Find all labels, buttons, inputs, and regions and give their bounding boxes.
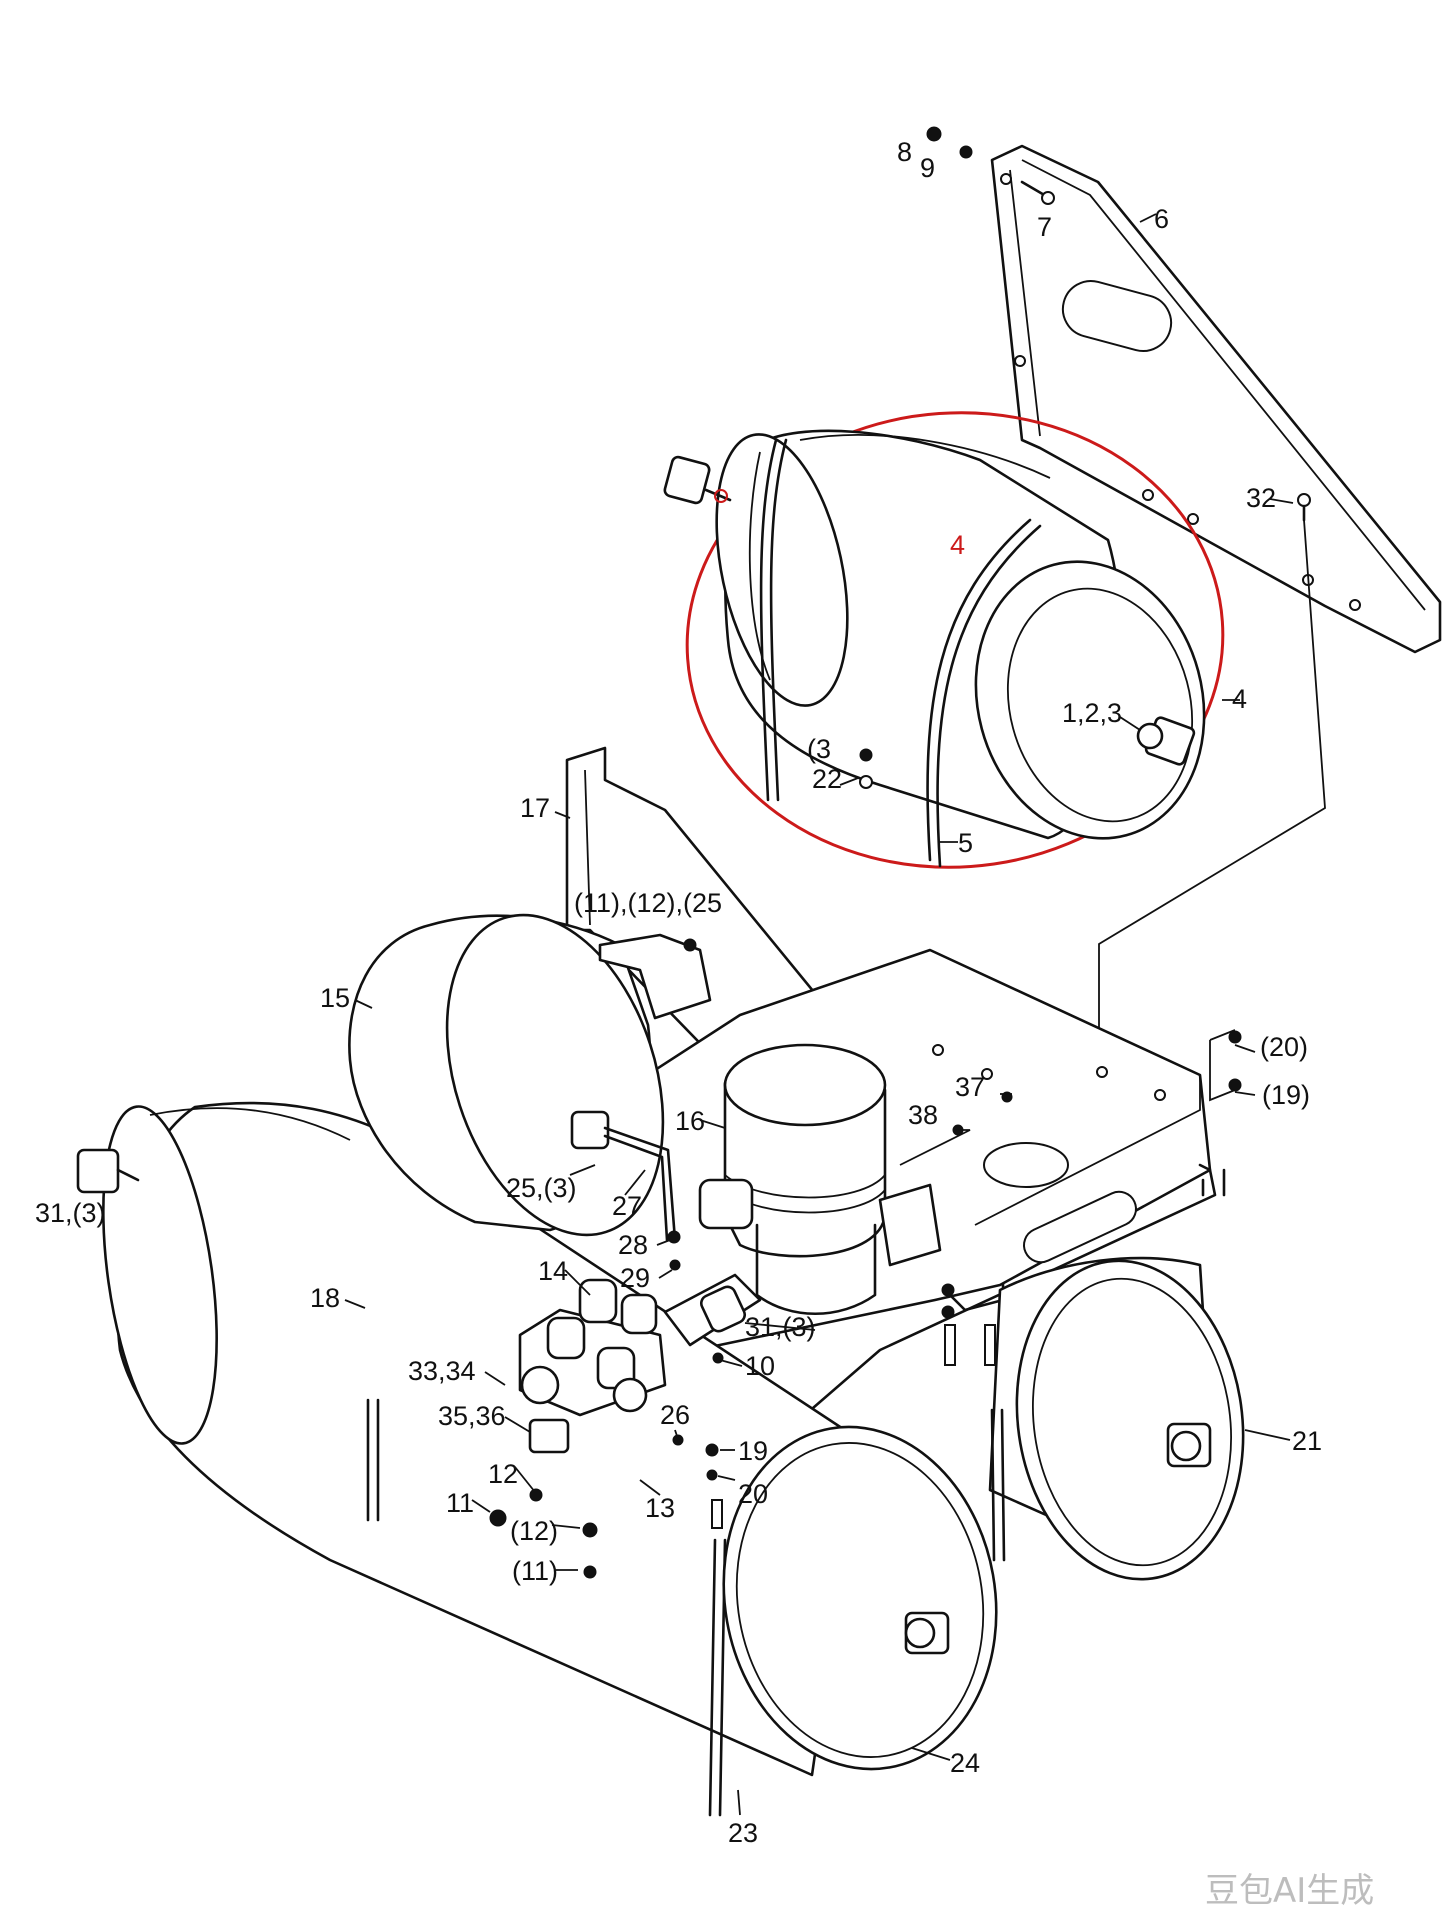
callout-26: 26 [660,1400,690,1430]
callout-3a: (3 [807,734,831,764]
callout-11b: (11) [512,1556,558,1586]
callout-7: 7 [1037,212,1052,242]
cylinder-tank-15 [348,913,712,1242]
callout-12b: (12) [510,1516,558,1546]
callout-38: 38 [908,1100,938,1130]
callout-11a: 11 [446,1488,474,1518]
callout-24: 24 [950,1748,980,1778]
bolt-parts-8-9-7 [926,126,1055,205]
callout-1-2-3: 1,2,3 [1062,698,1122,728]
callout-27: 27 [612,1191,642,1221]
callout-20b: 20 [738,1479,768,1509]
callout-5: 5 [958,828,973,858]
callout-32: 32 [1246,483,1276,513]
callout-22: 22 [812,764,842,794]
mounting-bracket-6 [990,144,1442,654]
watermark: 豆包AI生成 [1205,1871,1374,1911]
callout-28: 28 [618,1230,648,1260]
hardware-fasteners [76,1030,1242,1579]
callout-19b: 19 [738,1436,768,1466]
callout-31b: 31,(3) [745,1312,816,1342]
callout-23: 23 [728,1818,758,1848]
callout-29: 29 [620,1263,650,1293]
callout-10: 10 [745,1351,775,1381]
callout-18: 18 [310,1283,340,1313]
callout-8: 8 [897,137,912,167]
callout-21: 21 [1292,1426,1322,1456]
long-tank-23 [102,1101,862,1817]
callout-13: 13 [645,1493,675,1523]
callout-14: 14 [538,1256,568,1286]
dryer-assembly-16 [698,1043,942,1316]
right-tank-21 [988,1256,1245,1581]
callout-25: 25,(3) [506,1173,577,1203]
callout-35-36: 35,36 [438,1401,506,1431]
callout-37: 37 [955,1072,985,1102]
air-tank-4 [663,411,1225,869]
callout-20a: (20) [1260,1032,1308,1062]
callout-19a: (19) [1262,1080,1310,1110]
callout-11-12-25: (11),(12),(25 [574,888,722,918]
callout-17: 17 [520,793,550,823]
callout-31a: 31,(3) [35,1198,106,1228]
callout-4-tank: 4 [950,530,965,560]
callout-33-34: 33,34 [408,1356,476,1386]
callout-6: 6 [1154,204,1169,234]
callout-labels: 8 9 7 6 32 4 4 1,2,3 (3 22 5 17 (11),(12… [35,137,1322,1848]
bolt-32 [1098,493,1326,1060]
valve-block [518,1273,762,1454]
callout-16: 16 [675,1106,705,1136]
leader-lines [344,213,1294,1816]
small-tank-24 [722,1425,998,1771]
callout-12a: 12 [488,1459,518,1489]
callout-9: 9 [920,153,935,183]
callout-4-side: 4 [1232,684,1247,714]
callout-15: 15 [320,983,350,1013]
